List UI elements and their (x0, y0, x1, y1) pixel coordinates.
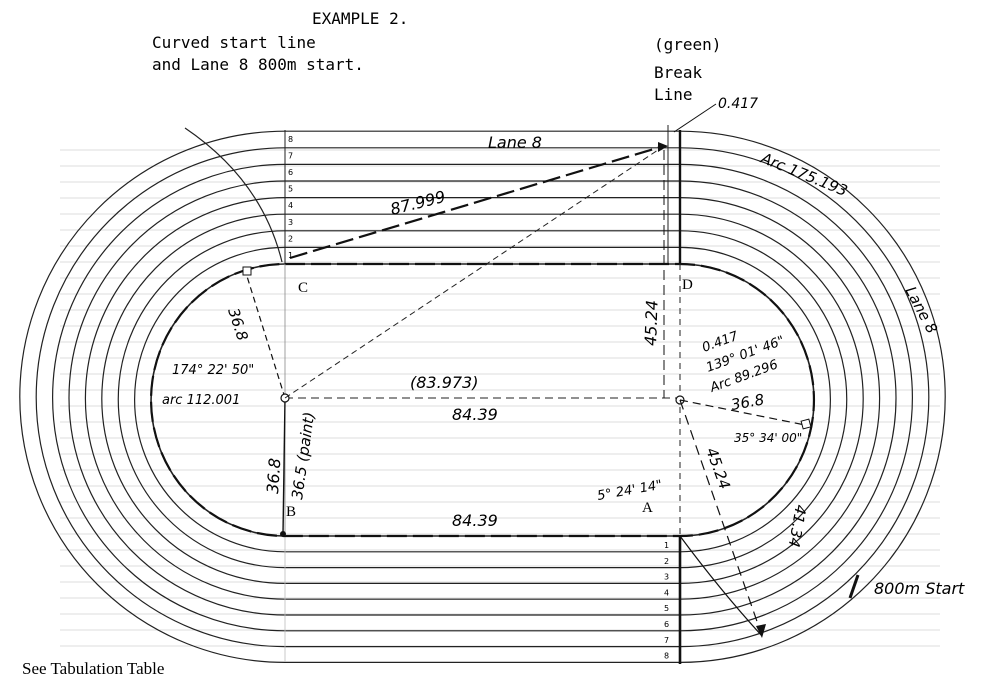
label-arc-outer: Arc 175.193 (758, 149, 850, 200)
example-title: EXAMPLE 2. (312, 9, 408, 28)
diagonal-arrowhead (658, 142, 668, 152)
label-diag-4524: 45.24 (702, 445, 734, 492)
left-marker-square (242, 266, 252, 276)
lane-boundaries (19, 130, 946, 663)
label-8439-upper: 84.39 (452, 405, 498, 424)
lane-boundary (150, 263, 815, 537)
left-radius-upper (244, 269, 286, 399)
label-diag-4134: 41.34 (785, 503, 810, 548)
lane-number-bottom: 5 (664, 604, 669, 613)
lane8-start-curve (679, 535, 763, 637)
start-arrowhead (756, 624, 766, 638)
point-b: B (286, 504, 296, 520)
lane-number-top: 1 (288, 251, 293, 260)
lane-number-top: 5 (288, 185, 293, 194)
right-radius-line (679, 399, 806, 426)
lane-number-bottom: 7 (664, 636, 669, 645)
lane-number-bottom: 2 (664, 557, 669, 566)
label-angle-left: 174° 22' 50" (172, 363, 254, 378)
diagonal-4524 (679, 399, 761, 631)
diagonal-87999 (289, 144, 665, 260)
label-vertical-4524: 45.24 (641, 300, 662, 346)
break-offset-leader (673, 103, 717, 133)
start-800-mark (848, 574, 860, 599)
label-8439-lower: 84.39 (452, 511, 498, 530)
lane-number-bottom: 4 (664, 588, 669, 597)
label-83973: (83.973) (410, 373, 478, 392)
diagonal-center-to-break (284, 145, 665, 399)
point-b-dot (280, 531, 286, 537)
lane-number-top: 8 (288, 135, 293, 144)
lane-boundary (19, 130, 946, 663)
lane-number-bottom: 6 (664, 620, 669, 629)
lane-number-top: 7 (288, 151, 293, 160)
label-angle-small: 35° 34' 00" (734, 431, 802, 445)
label-lane8-top: Lane 8 (488, 133, 542, 152)
break-offset: 0.417 (718, 96, 758, 112)
left-radius-lower (282, 397, 286, 535)
right-marker-square (800, 418, 812, 430)
lane-number-top: 3 (288, 218, 293, 227)
curved-start-line (184, 127, 283, 263)
lane-numbers-bottom: 1 2 3 4 5 6 7 8 (664, 541, 669, 661)
lane-number-bottom: 3 (664, 573, 669, 582)
break-color-note: (green) (654, 35, 721, 54)
point-d: D (682, 277, 693, 293)
lane1-measure-line (149, 262, 816, 538)
lane-numbers-top: 1 2 3 4 5 6 7 8 (288, 135, 293, 260)
label-800m-start: 800m Start (874, 579, 965, 598)
point-c: C (298, 280, 308, 296)
lane-number-bottom: 1 (664, 541, 669, 550)
break-label-2: Line (654, 85, 693, 104)
break-label-1: Break (654, 63, 703, 82)
lane-number-top: 4 (288, 201, 293, 210)
label-arc-left: arc 112.001 (162, 393, 240, 408)
ruled-lines (60, 149, 940, 647)
footer-note: See Tabulation Table (22, 659, 164, 678)
lane-number-top: 2 (288, 234, 293, 243)
subtitle-line2: and Lane 8 800m start. (152, 55, 364, 74)
point-a: A (642, 500, 653, 516)
label-angle-bottom: 5° 24' 14" (596, 478, 663, 504)
label-radius-right: 36.8 (730, 390, 766, 414)
lane-number-top: 6 (288, 168, 293, 177)
subtitle-line1: Curved start line (152, 33, 316, 52)
label-radius-left-upper: 36.8 (224, 306, 251, 343)
label-radius-left-lower: 36.8 (263, 457, 284, 494)
label-paint-radius: 36.5 (paint) (288, 411, 318, 501)
lane-number-bottom: 8 (664, 652, 669, 661)
